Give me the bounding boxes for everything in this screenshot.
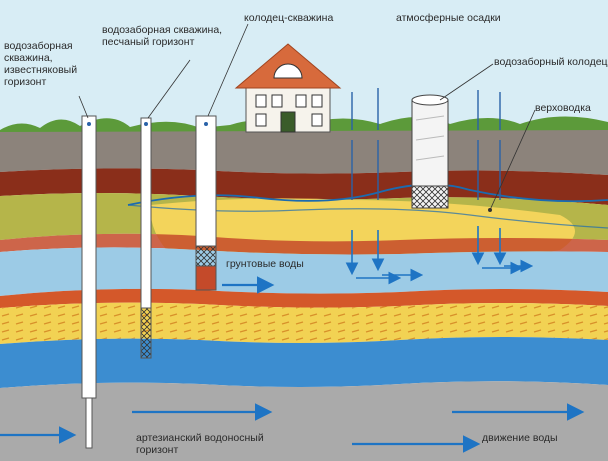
clay-layer-middle	[0, 233, 608, 255]
label-intake-well: водозаборный колодец	[494, 56, 608, 68]
label-perched-water: верховодка	[535, 102, 591, 114]
limestone-well-pipe	[81, 115, 97, 449]
house	[234, 43, 342, 133]
well-borehole-pipe	[195, 115, 217, 291]
light-water-layer	[0, 247, 608, 296]
water-table-line	[127, 183, 608, 206]
label-well-borehole: колодец-скважина	[244, 12, 334, 24]
label-sand-well: водозаборная скважина, песчаный горизонт	[102, 24, 223, 48]
intake-well	[411, 94, 449, 209]
clay-layer-lower	[0, 288, 608, 308]
bedrock-layer	[0, 381, 608, 461]
clay-layer-upper	[0, 168, 608, 205]
label-limestone-well: водозаборная скважина, известняковый гор…	[4, 40, 78, 88]
artesian-aquifer-layer	[0, 337, 608, 388]
label-groundwater: грунтовые воды	[226, 258, 304, 270]
label-water-movement: движение воды	[482, 432, 558, 444]
label-precipitation: атмосферные осадки	[396, 12, 501, 24]
topsoil-layer	[0, 130, 608, 175]
sand-well-pipe	[140, 117, 152, 359]
label-artesian: артезианский водоносный горизонт	[136, 432, 264, 456]
